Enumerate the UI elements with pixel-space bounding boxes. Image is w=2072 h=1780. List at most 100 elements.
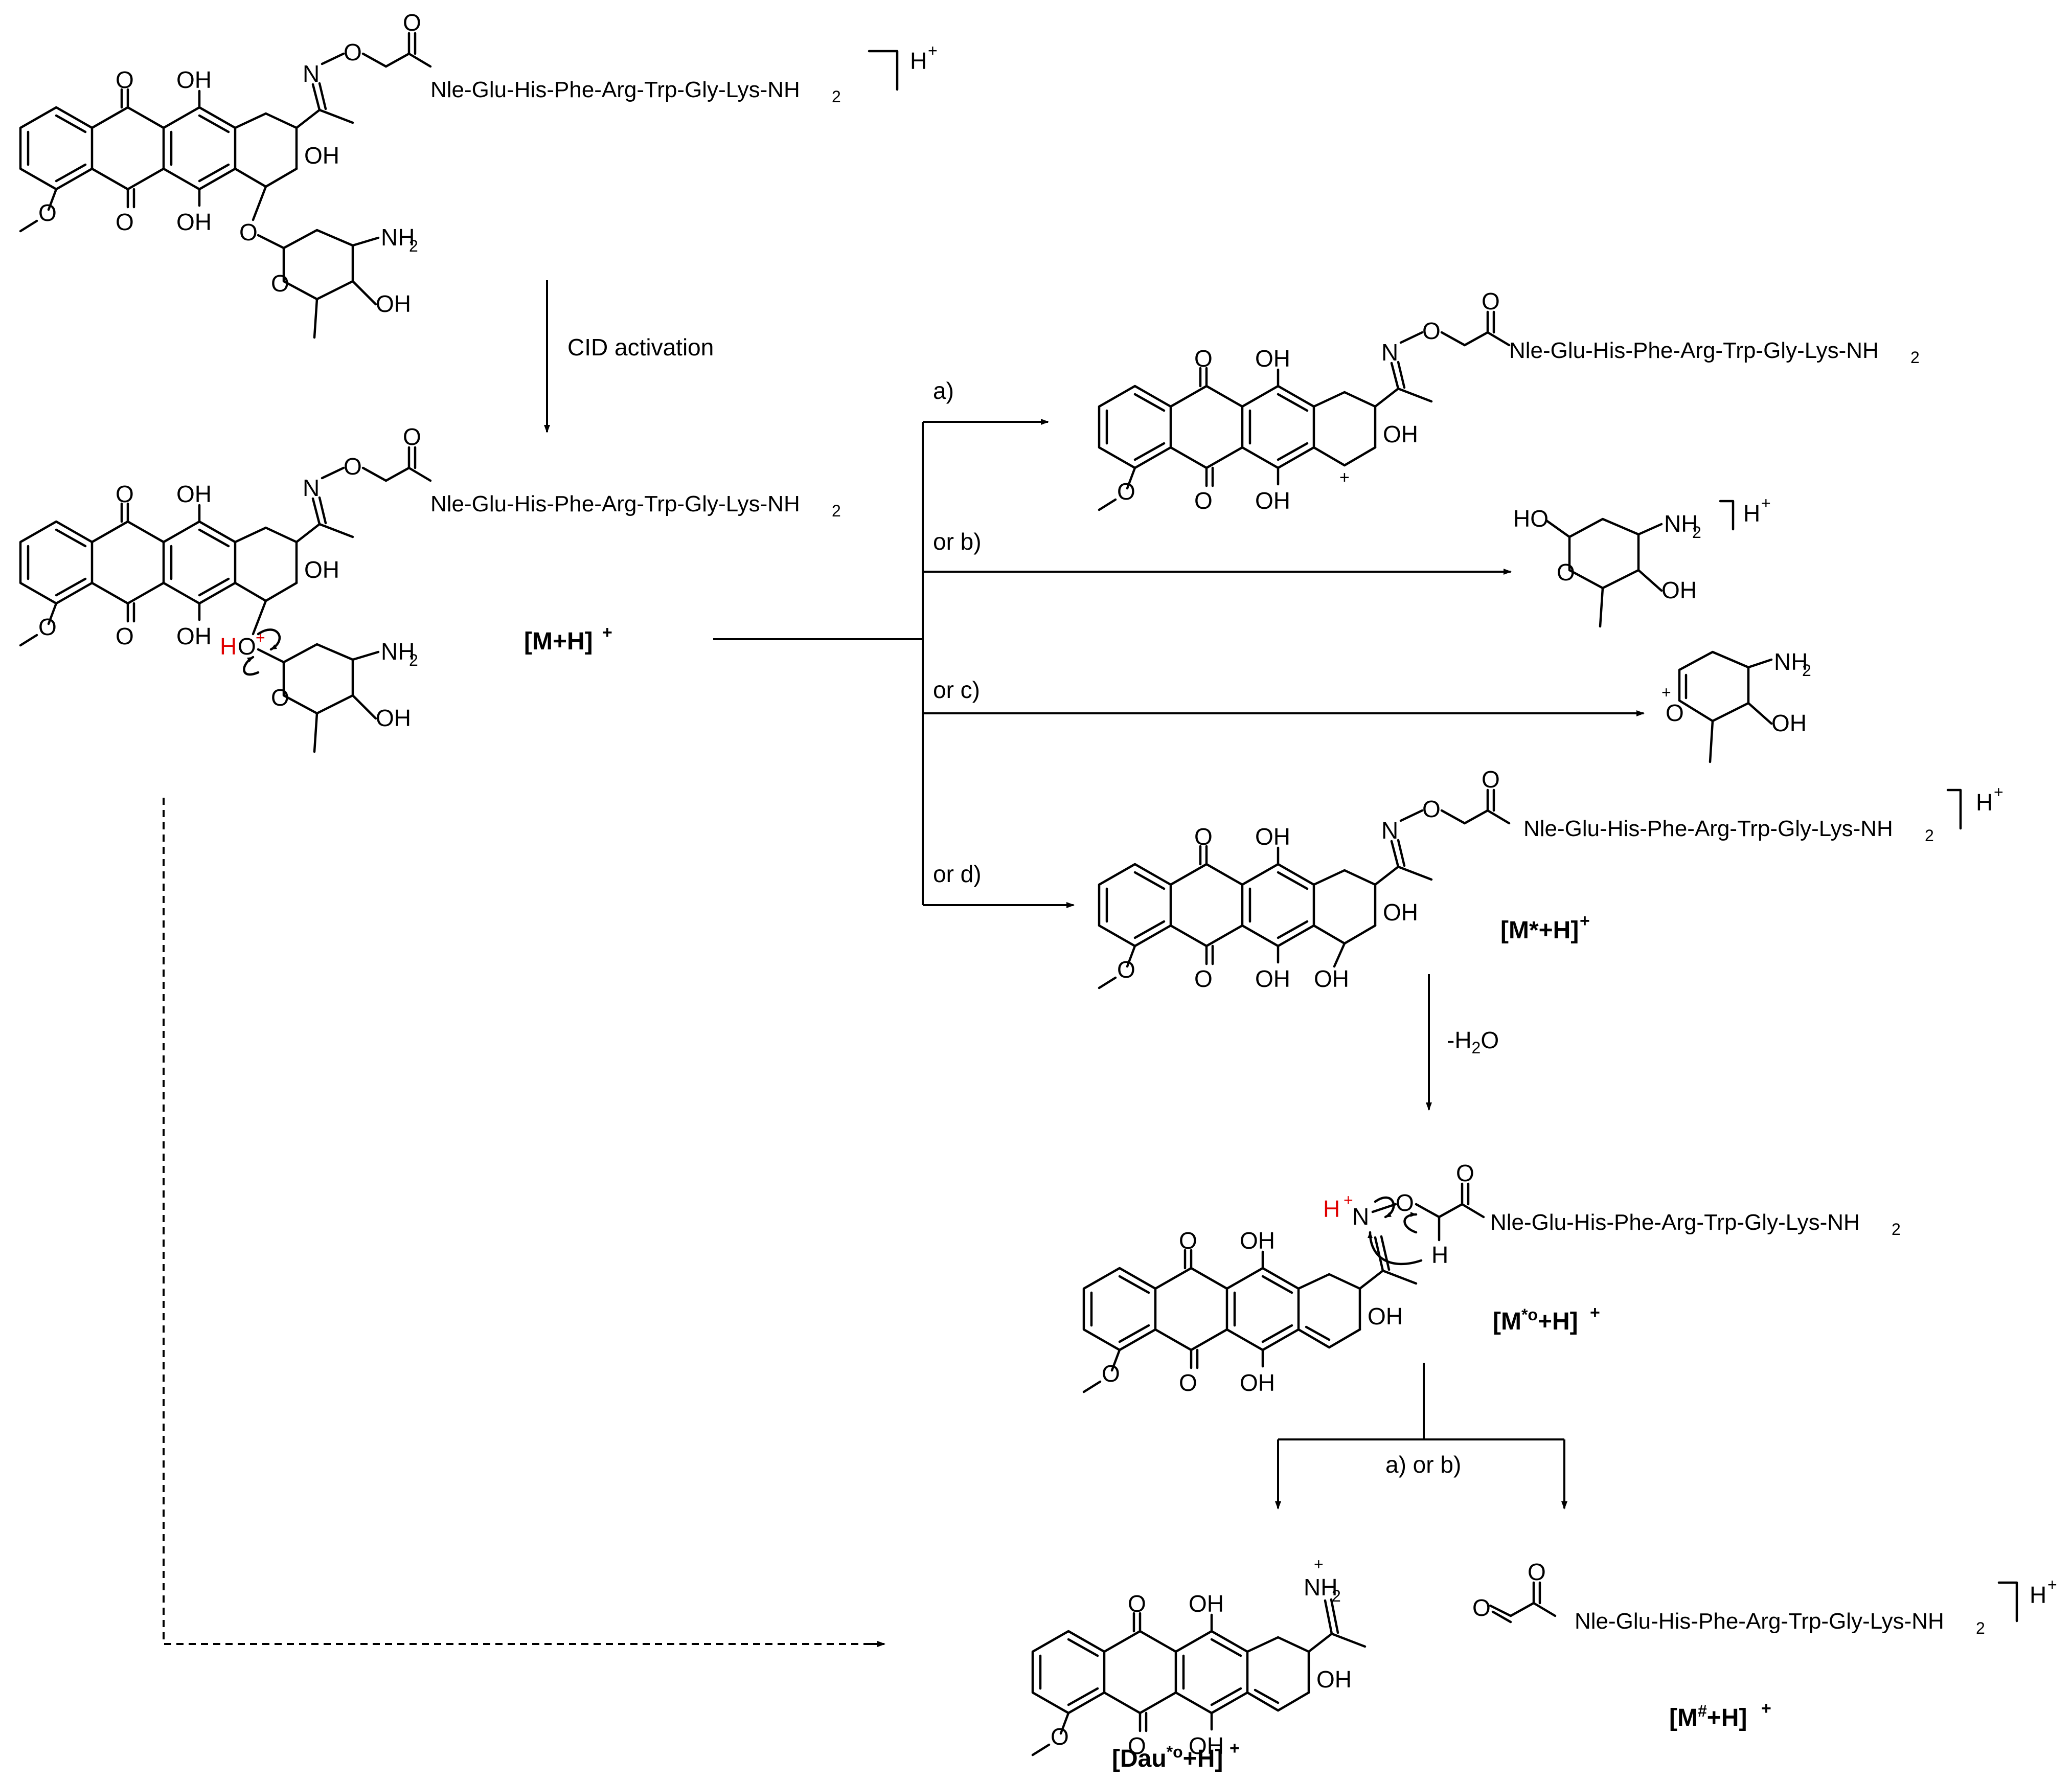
svg-text:+: + <box>1761 494 1771 512</box>
dashed-arrow <box>163 798 879 1645</box>
svg-text:OH: OH <box>1368 1303 1403 1330</box>
svg-text:O: O <box>116 623 134 649</box>
path-a-label: a) <box>933 377 954 404</box>
svg-text:N: N <box>1352 1203 1369 1230</box>
svg-text:O: O <box>403 423 421 450</box>
cid-label: CID activation <box>567 334 714 360</box>
svg-text:O: O <box>1482 766 1500 793</box>
svg-text:+: + <box>1229 1739 1240 1758</box>
phenol-oh-top: OH <box>176 66 212 93</box>
svg-text:O: O <box>1194 965 1213 992</box>
svg-text:OH: OH <box>1255 345 1290 372</box>
svg-text:OH: OH <box>1255 965 1290 992</box>
svg-text:+: + <box>1994 783 2003 801</box>
svg-text:O: O <box>1194 823 1213 850</box>
mh-label: [M+H] <box>524 628 593 655</box>
red-proton: H <box>220 633 237 660</box>
svg-text:O: O <box>38 614 57 640</box>
svg-text:O: O <box>1666 700 1684 726</box>
final-path-label: a) or b) <box>1385 1451 1461 1478</box>
svg-text:O: O <box>1117 956 1135 983</box>
svg-text:+: + <box>1761 1699 1771 1718</box>
svg-text:N: N <box>1381 817 1398 844</box>
svg-text:OH: OH <box>1661 577 1697 603</box>
quinone-oxygen-top: O <box>116 66 134 93</box>
svg-text:OH: OH <box>176 481 212 507</box>
svg-text:2: 2 <box>1910 348 1920 367</box>
svg-text:OH: OH <box>1255 823 1290 850</box>
svg-text:O: O <box>1482 288 1500 314</box>
svg-text:+: + <box>1590 1303 1600 1322</box>
svg-text:OH: OH <box>304 556 339 583</box>
svg-text:OH: OH <box>1316 1666 1352 1693</box>
svg-text:2: 2 <box>1692 523 1701 542</box>
oxime-nitrogen: N <box>303 60 320 87</box>
path-d-label: or d) <box>933 861 982 887</box>
glyoxylyl-peptide: O O Nle-Glu-His-Phe-Arg-Trp-Gly-Lys-NH 2… <box>1472 1559 2057 1637</box>
svg-text:OH: OH <box>1255 487 1290 514</box>
svg-text:Nle-Glu-His-Phe-Arg-Trp-Gly-Ly: Nle-Glu-His-Phe-Arg-Trp-Gly-Lys-NH <box>430 491 800 516</box>
svg-text:2: 2 <box>1802 661 1811 680</box>
svg-text:N: N <box>1381 339 1398 366</box>
svg-text:2: 2 <box>1892 1220 1901 1238</box>
dehydration-label: -H2O <box>1447 1027 1499 1057</box>
c9-oh: OH <box>304 142 339 169</box>
svg-text:2: 2 <box>1976 1619 1985 1637</box>
svg-text:OH: OH <box>176 623 212 649</box>
c7-oh: OH <box>1314 965 1349 992</box>
svg-text:NH: NH <box>1304 1574 1337 1601</box>
cation-charge: + <box>1339 468 1350 487</box>
svg-text:OH: OH <box>1383 899 1418 926</box>
svg-text:O: O <box>1128 1732 1146 1759</box>
svg-text:O: O <box>1422 318 1441 344</box>
svg-text:O: O <box>1051 1723 1069 1750</box>
svg-text:OH: OH <box>376 705 411 731</box>
ring-oxygen: O <box>271 270 289 297</box>
svg-text:O: O <box>1422 796 1441 822</box>
dau-label: [Dau*o+H] <box>1112 1743 1223 1772</box>
svg-text:+: + <box>602 623 612 642</box>
svg-text:+: + <box>928 41 938 60</box>
svg-text:O: O <box>1557 559 1575 585</box>
svg-text:OH: OH <box>1383 421 1418 447</box>
svg-text:N: N <box>303 475 320 501</box>
svg-text:+: + <box>2047 1575 2057 1594</box>
product-d-aglycone-conjugate: O O OH OH O OH OH N O O Nle-Glu-His-Phe-… <box>1099 766 2003 992</box>
svg-text:NH: NH <box>1664 510 1698 537</box>
amine-nh2: NH <box>381 224 415 251</box>
quinone-oxygen-bottom: O <box>116 209 134 235</box>
mhash-label: [M#+H] <box>1669 1702 1747 1731</box>
svg-text:H: H <box>1976 789 1993 816</box>
svg-text:H: H <box>1431 1242 1448 1268</box>
svg-text:O: O <box>344 453 362 480</box>
svg-text:NH: NH <box>1774 648 1808 675</box>
dehydrated-conjugate: O O OH OH O OH H + N O O H Nle-Glu-His-P… <box>1084 1160 1901 1396</box>
svg-text:O: O <box>1528 1559 1546 1585</box>
glycosidic-oxygen: O <box>239 219 258 245</box>
svg-text:O: O <box>1194 487 1213 514</box>
svg-text:OH: OH <box>1189 1590 1224 1617</box>
svg-text:OH: OH <box>1240 1369 1275 1396</box>
svg-text:O: O <box>1128 1590 1146 1617</box>
product-b-daunosamine: HO O NH 2 OH H + <box>1513 494 1771 628</box>
methoxy-oxygen: O <box>38 199 57 226</box>
svg-text:O: O <box>1117 478 1135 505</box>
path-b-label: or b) <box>933 528 982 555</box>
mstar-label: [M*+H] <box>1500 917 1579 944</box>
svg-text:OH: OH <box>1189 1732 1224 1759</box>
proton-label: H <box>910 48 927 74</box>
svg-text:+: + <box>1314 1555 1324 1573</box>
svg-text:O: O <box>116 481 134 507</box>
svg-text:O: O <box>1472 1594 1491 1621</box>
svg-text:+: + <box>1580 911 1590 931</box>
svg-text:Nle-Glu-His-Phe-Arg-Trp-Gly-Ly: Nle-Glu-His-Phe-Arg-Trp-Gly-Lys-NH <box>1523 816 1893 841</box>
path-c-label: or c) <box>933 677 980 703</box>
svg-text:2: 2 <box>832 87 841 106</box>
final-split-arrows <box>1275 1363 1567 1509</box>
parent-molecule: O O OH OH O OH N O O Nle-Glu-His-Phe-Arg… <box>20 9 938 339</box>
svg-text:2: 2 <box>409 651 418 669</box>
svg-text:Nle-Glu-His-Phe-Arg-Trp-Gly-Ly: Nle-Glu-His-Phe-Arg-Trp-Gly-Lys-NH <box>1509 338 1879 363</box>
svg-text:NH: NH <box>381 638 415 665</box>
carbonyl-oxygen: O <box>403 9 421 36</box>
